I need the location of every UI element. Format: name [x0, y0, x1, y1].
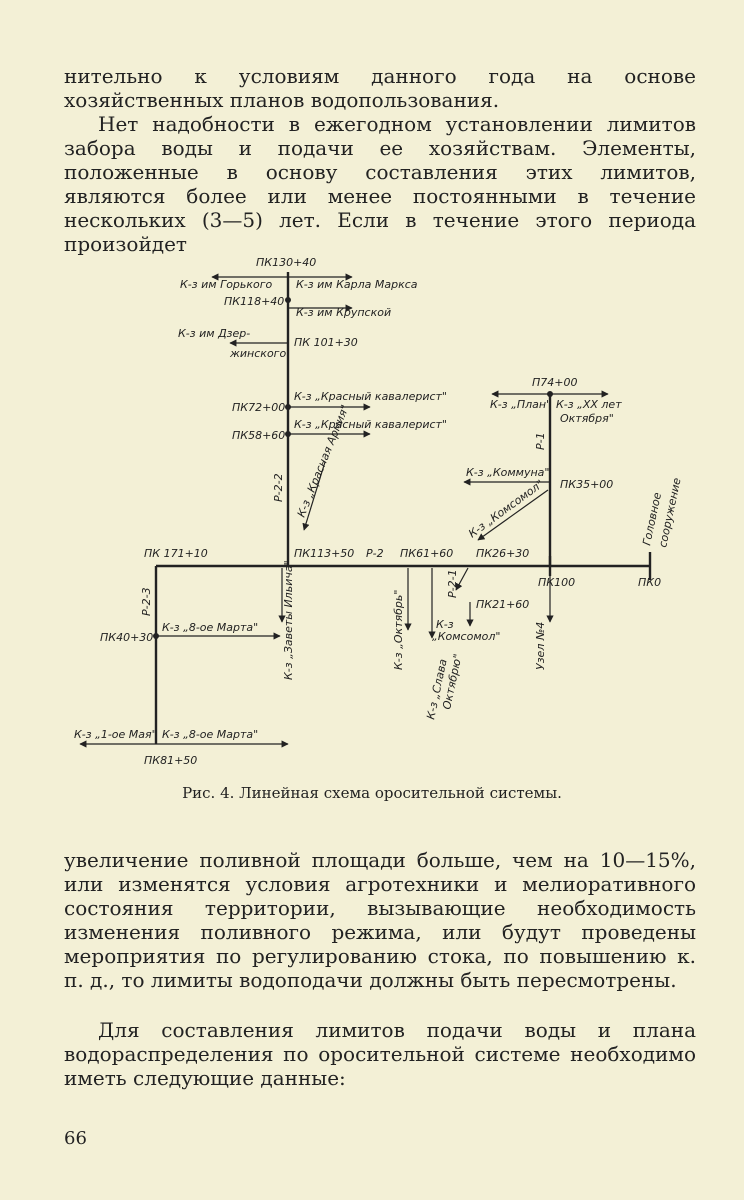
label-kz-karla-marksa: К-з им Карла Маркса [296, 278, 418, 291]
label-kz-plan: К-з „План" [490, 398, 551, 411]
label-kz-gorkogo: К-з им Горького [180, 278, 273, 291]
outlet-krasnaya-armiya [302, 461, 326, 531]
paragraph-2: Нет надобности в ежегодном установлении … [64, 112, 696, 256]
label-pk81: ПК81+50 [144, 754, 197, 767]
label-uzel: Узел №4 [534, 622, 547, 670]
label-p22: Р-2-2 [272, 473, 285, 502]
label-r21: Р-2-1 [446, 569, 459, 598]
label-pk61: ПК61+60 [400, 547, 453, 560]
label-kz-1maya: К-з „1-ое Мая" [74, 728, 157, 741]
label-pk118: ПК118+40 [224, 295, 284, 308]
label-kz-komsomol-1: К-з „Комсомол" [466, 477, 546, 540]
paragraph-4: Для составления лимитов подачи воды и пл… [64, 1018, 696, 1090]
label-pk113: ПК113+50 [294, 547, 354, 560]
label-kz-8marta-1: К-з „8-ое Марта" [162, 621, 258, 634]
label-pk0: ПК0 [638, 576, 661, 589]
node-pk118 [285, 297, 291, 303]
paragraph-3: увеличение поливной площади больше, чем … [64, 848, 696, 992]
label-r2: Р-2 [366, 547, 384, 560]
label-kz-xx-let: К-з „ХХ лет [556, 398, 622, 411]
label-kz-krupskoy: К-з им Крупской [296, 306, 391, 319]
label-kz-8marta-2: К-з „8-ое Марта" [162, 728, 258, 741]
label-sooruzhenie: сооружение [656, 476, 683, 548]
label-kz-krasny-kav-1: К-з „Красный кавалерист" [294, 390, 447, 403]
label-kz-3: К-з [436, 618, 454, 631]
label-pk40: ПК40+30 [100, 631, 153, 644]
label-zhinskogo: жинского [229, 347, 286, 360]
label-pk171: ПК 171+10 [144, 547, 208, 560]
label-pk35: ПК35+00 [560, 478, 613, 491]
label-kz-krasny-kav-2: К-з „Красный кавалерист" [294, 418, 447, 431]
label-r23: Р-2-3 [140, 587, 153, 616]
label-r1: Р-1 [534, 432, 547, 450]
irrigation-scheme-figure: ПК130+40 К-з им Горького К-з им Карла Ма… [60, 250, 700, 790]
label-kz-zavety: К-з „Заветы Ильича" [282, 560, 295, 680]
page-number: 66 [64, 1128, 87, 1149]
label-kz-kommuna: К-з „Коммуна" [466, 466, 549, 479]
label-komsomol-2: „Комсомол" [432, 630, 500, 643]
label-pk130: ПК130+40 [256, 256, 316, 269]
label-oktyabrya: Октября" [560, 412, 614, 425]
label-p74: П74+00 [532, 376, 577, 389]
label-pk72: ПК72+00 [232, 401, 285, 414]
label-pk21: ПК21+60 [476, 598, 529, 611]
label-pk26: ПК26+30 [476, 547, 529, 560]
label-kz-oktyabr: К-з „Октябрь" [392, 590, 405, 670]
label-kz-dzer: К-з им Дзер- [178, 327, 250, 340]
outlet-komsomol-1 [477, 489, 549, 541]
label-pk101: ПК 101+30 [294, 336, 358, 349]
outlet-r21 [455, 567, 469, 591]
label-pk100: ПК100 [538, 576, 575, 589]
paragraph-1: нительно к условиям данного года на осно… [64, 64, 696, 112]
label-pk58: ПК58+60 [232, 429, 285, 442]
figure-caption: Рис. 4. Линейная схема оросительной сист… [182, 784, 562, 802]
irrigation-scheme-diagram: ПК130+40 К-з им Горького К-з им Карла Ма… [74, 256, 684, 767]
